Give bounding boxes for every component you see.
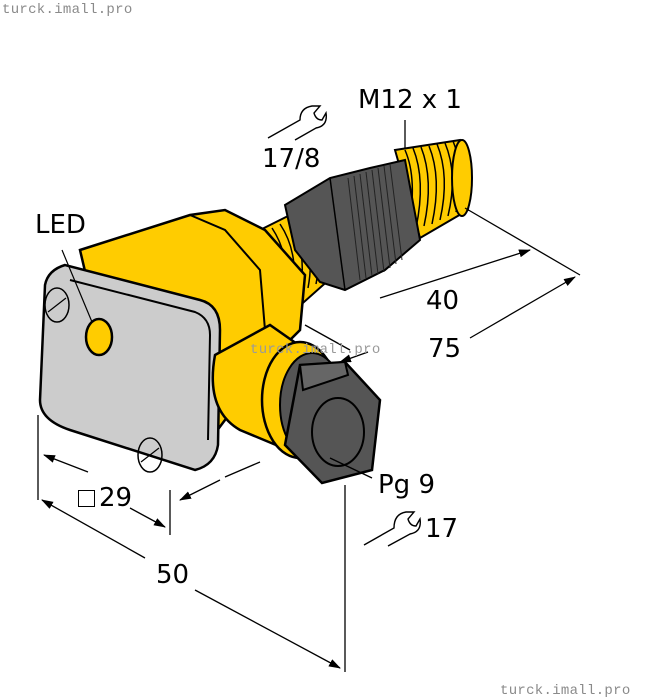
square-symbol-icon [78,490,95,507]
thread-size-label: M12 x 1 [358,85,462,115]
gland-size-label: Pg 9 [378,470,435,500]
led-label: LED [35,210,86,240]
dimension-lines [37,120,581,672]
screw-top [44,287,70,323]
dimension-40-label: 40 [426,286,460,316]
led-indicator [84,317,114,357]
watermark-middle: turck.imall.pro [250,342,381,358]
wrench-size-top-label: 17/8 [262,144,321,174]
screw-bottom [137,437,163,473]
front-plate [38,249,222,473]
dimension-50-label: 50 [156,560,190,590]
wrench-icon [363,511,421,547]
wrench-icon [267,105,327,141]
gland-nut [283,360,382,485]
lock-nut [283,158,422,292]
wrench-size-gland-label: 17 [425,514,459,544]
watermark-bottom: turck.imall.pro [500,683,631,699]
square-29-label: 29 [78,485,132,511]
watermark-top: turck.imall.pro [2,2,133,18]
dimension-75-label: 75 [428,334,462,364]
